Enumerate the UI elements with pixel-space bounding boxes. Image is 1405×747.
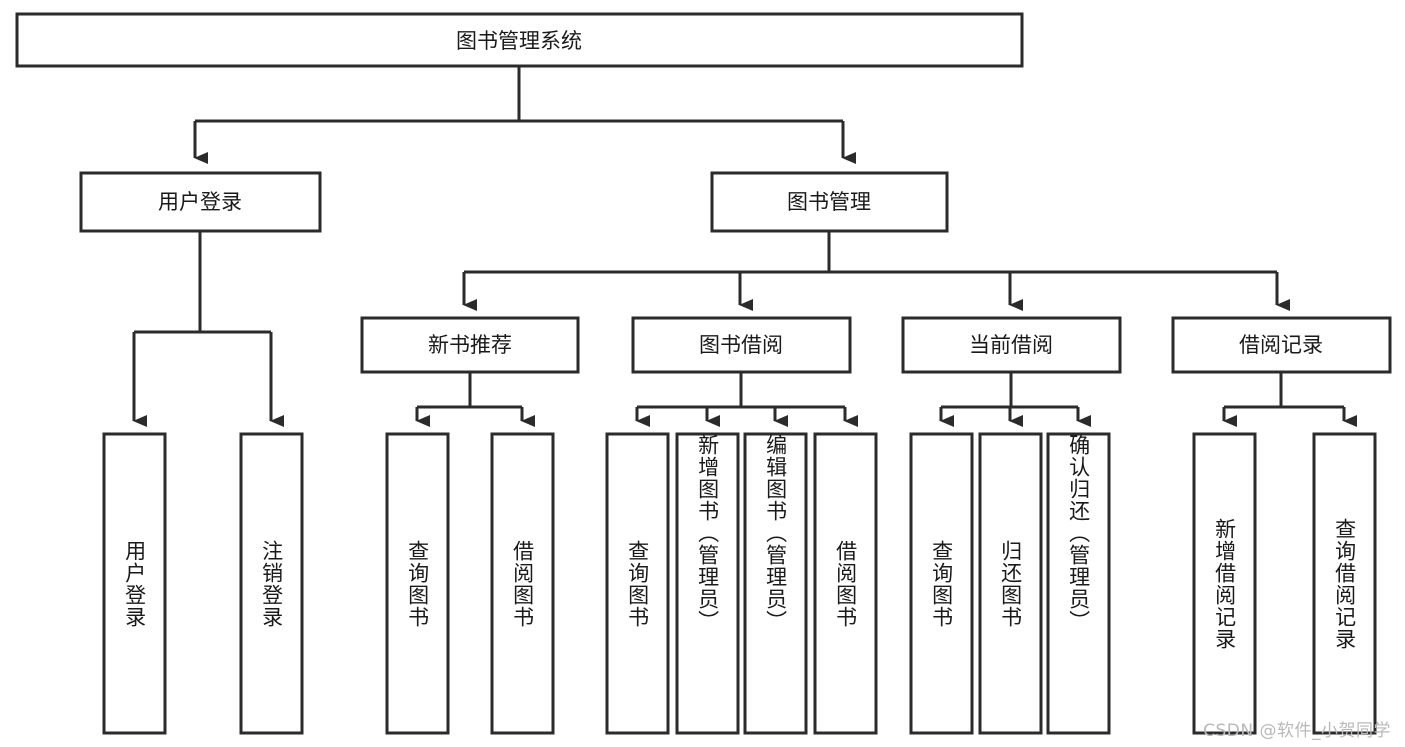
leaf-user-logout[interactable] (239, 432, 304, 735)
leaf-confirm-return[interactable] (1046, 432, 1111, 735)
leaf-group-borrow-record (1192, 432, 1377, 735)
connector-current-borrow-to-leaves (939, 373, 1091, 427)
leaf-query-record[interactable] (1312, 432, 1377, 735)
node-book-borrow[interactable]: 图书借阅 (631, 316, 852, 374)
leaf-query-book-2[interactable] (605, 432, 670, 735)
node-book-borrow-label: 图书借阅 (699, 333, 783, 357)
node-current-borrow[interactable]: 当前借阅 (901, 316, 1122, 374)
connector-book-borrow-to-leaves (635, 373, 858, 427)
leaf-add-record[interactable] (1192, 432, 1257, 735)
node-user-login-label: 用户登录 (158, 190, 242, 214)
node-new-book-recommend-label: 新书推荐 (428, 333, 512, 357)
leaf-query-book-3[interactable] (909, 432, 974, 735)
leaf-borrow-book-2[interactable] (813, 432, 878, 735)
node-borrow-record[interactable]: 借阅记录 (1171, 316, 1392, 374)
leaf-add-book[interactable] (675, 432, 740, 735)
connector-root-to-level2 (193, 66, 856, 164)
leaf-edit-book[interactable] (743, 432, 808, 735)
leaf-group-user-login (102, 432, 304, 735)
leaf-group-book-borrow (605, 432, 878, 735)
connector-borrow-record-to-leaves (1222, 373, 1357, 427)
leaf-borrow-book-1[interactable] (490, 432, 555, 735)
node-book-management-label: 图书管理 (787, 190, 871, 214)
leaf-user-login[interactable] (102, 432, 167, 735)
node-root[interactable]: 图书管理系统 (15, 12, 1024, 68)
connector-user-login-to-leaves (132, 232, 284, 427)
node-borrow-record-label: 借阅记录 (1239, 333, 1323, 357)
leaf-query-book-1[interactable] (385, 432, 450, 735)
leaf-group-new-book-recommend (385, 432, 555, 735)
node-current-borrow-label: 当前借阅 (969, 333, 1053, 357)
node-root-label: 图书管理系统 (456, 29, 582, 53)
leaf-group-current-borrow (909, 432, 1111, 735)
leaf-return-book[interactable] (978, 432, 1043, 735)
node-book-management[interactable]: 图书管理 (710, 171, 949, 233)
node-new-book-recommend[interactable]: 新书推荐 (360, 316, 580, 374)
connector-book-management-to-level3 (462, 232, 1290, 311)
connector-new-book-recommend-to-leaves (415, 373, 535, 427)
node-user-login[interactable]: 用户登录 (79, 171, 322, 233)
